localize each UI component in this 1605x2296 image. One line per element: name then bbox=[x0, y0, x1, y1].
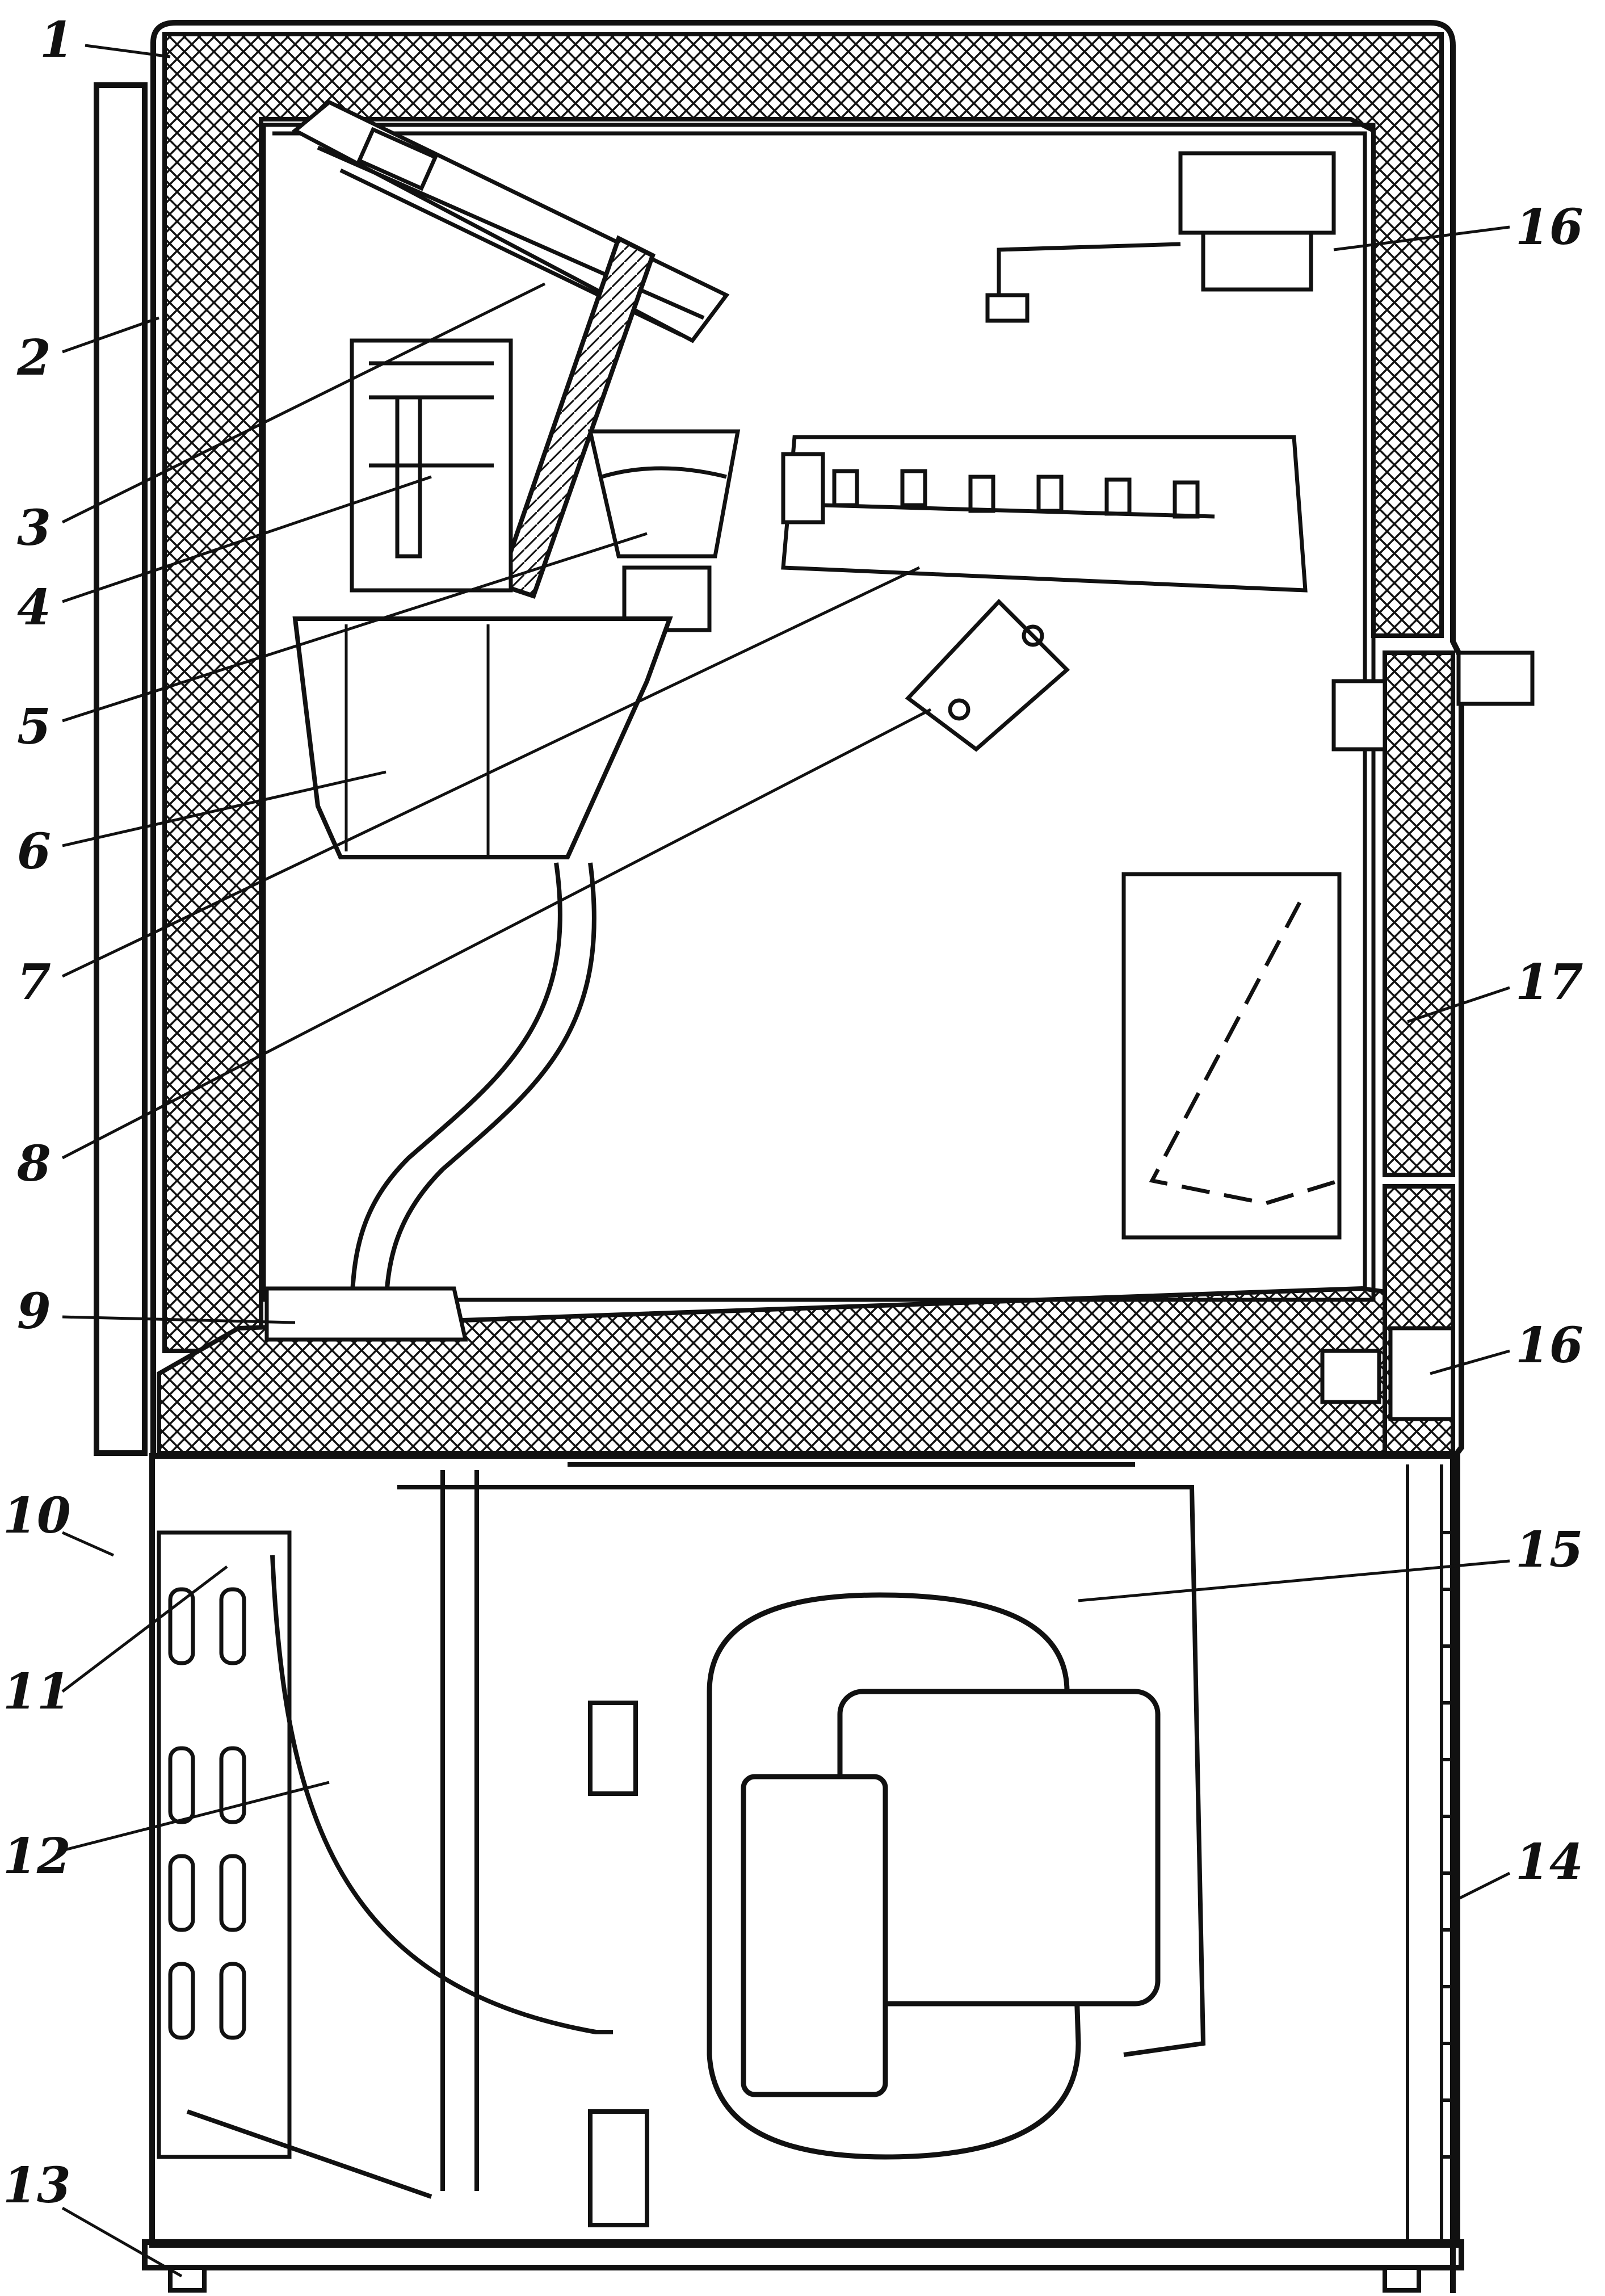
leader-13 bbox=[61, 2206, 183, 2278]
funnel-cup bbox=[587, 429, 741, 632]
callout-3: 3 bbox=[17, 500, 51, 557]
callout-16-bottom: 16 bbox=[1515, 1317, 1583, 1374]
callout-2: 2 bbox=[16, 329, 51, 387]
leader-6 bbox=[62, 770, 386, 847]
mounting-bracket-plate bbox=[905, 598, 1070, 752]
thermostat-unit bbox=[985, 151, 1336, 323]
callout-12: 12 bbox=[3, 1828, 71, 1885]
leader-lines bbox=[61, 44, 1511, 2278]
condenser-coil bbox=[157, 1530, 292, 2159]
leader-5 bbox=[62, 532, 648, 723]
inner-chamber-liner bbox=[262, 123, 1376, 1302]
leader-3 bbox=[61, 282, 546, 524]
door-handle bbox=[1331, 650, 1535, 752]
callout-15: 15 bbox=[1515, 1521, 1583, 1579]
callout-4: 4 bbox=[17, 579, 51, 636]
refrigerant-tubing bbox=[186, 1462, 1206, 2199]
callout-9: 9 bbox=[17, 1283, 51, 1340]
leader-7 bbox=[61, 566, 921, 978]
leader-15 bbox=[1078, 1559, 1510, 1602]
drain-hose bbox=[350, 862, 596, 1317]
leader-4 bbox=[62, 475, 432, 603]
callout-14: 14 bbox=[1515, 1833, 1583, 1891]
door-compartment-container bbox=[1121, 872, 1342, 1240]
leveling-feet bbox=[168, 2265, 1421, 2293]
leader-2 bbox=[62, 316, 159, 354]
callout-1: 1 bbox=[40, 11, 74, 69]
leader-8 bbox=[61, 708, 932, 1160]
callout-labels: 1 2 3 4 5 6 7 8 9 10 11 12 13 14 15 16 1… bbox=[3, 11, 1583, 2214]
callout-8: 8 bbox=[16, 1135, 51, 1193]
callout-6: 6 bbox=[17, 823, 51, 880]
callout-17: 17 bbox=[1515, 954, 1583, 1011]
door-hinge bbox=[1320, 1326, 1455, 1421]
leader-1 bbox=[85, 44, 171, 58]
callout-5: 5 bbox=[17, 698, 51, 755]
ventilation-grille bbox=[1406, 1464, 1453, 2242]
leader-17 bbox=[1407, 986, 1510, 1023]
leader-10 bbox=[61, 1531, 115, 1557]
callout-7: 7 bbox=[17, 954, 51, 1011]
leader-16a bbox=[1333, 225, 1510, 251]
water-valve-block bbox=[350, 338, 513, 593]
callout-16-top: 16 bbox=[1515, 199, 1583, 256]
control-panel-switches bbox=[781, 435, 1308, 593]
cabinet-outer-shell bbox=[94, 20, 1464, 2293]
leader-14 bbox=[1452, 1871, 1511, 1903]
leader-12 bbox=[62, 1781, 330, 1852]
inclined-hose bbox=[496, 235, 656, 599]
leader-11 bbox=[61, 1565, 228, 1693]
ice-bin-reservoir bbox=[292, 616, 673, 859]
evaporator-ice-tray bbox=[291, 99, 730, 343]
callout-11: 11 bbox=[3, 1663, 71, 1720]
callout-10: 10 bbox=[3, 1487, 71, 1544]
callout-13: 13 bbox=[3, 2157, 71, 2214]
leader-16b bbox=[1430, 1349, 1510, 1375]
compressor bbox=[707, 1592, 1161, 2160]
filter-drier bbox=[588, 1701, 649, 2227]
drain-tray bbox=[264, 1286, 468, 1342]
leader-9 bbox=[62, 1315, 296, 1324]
